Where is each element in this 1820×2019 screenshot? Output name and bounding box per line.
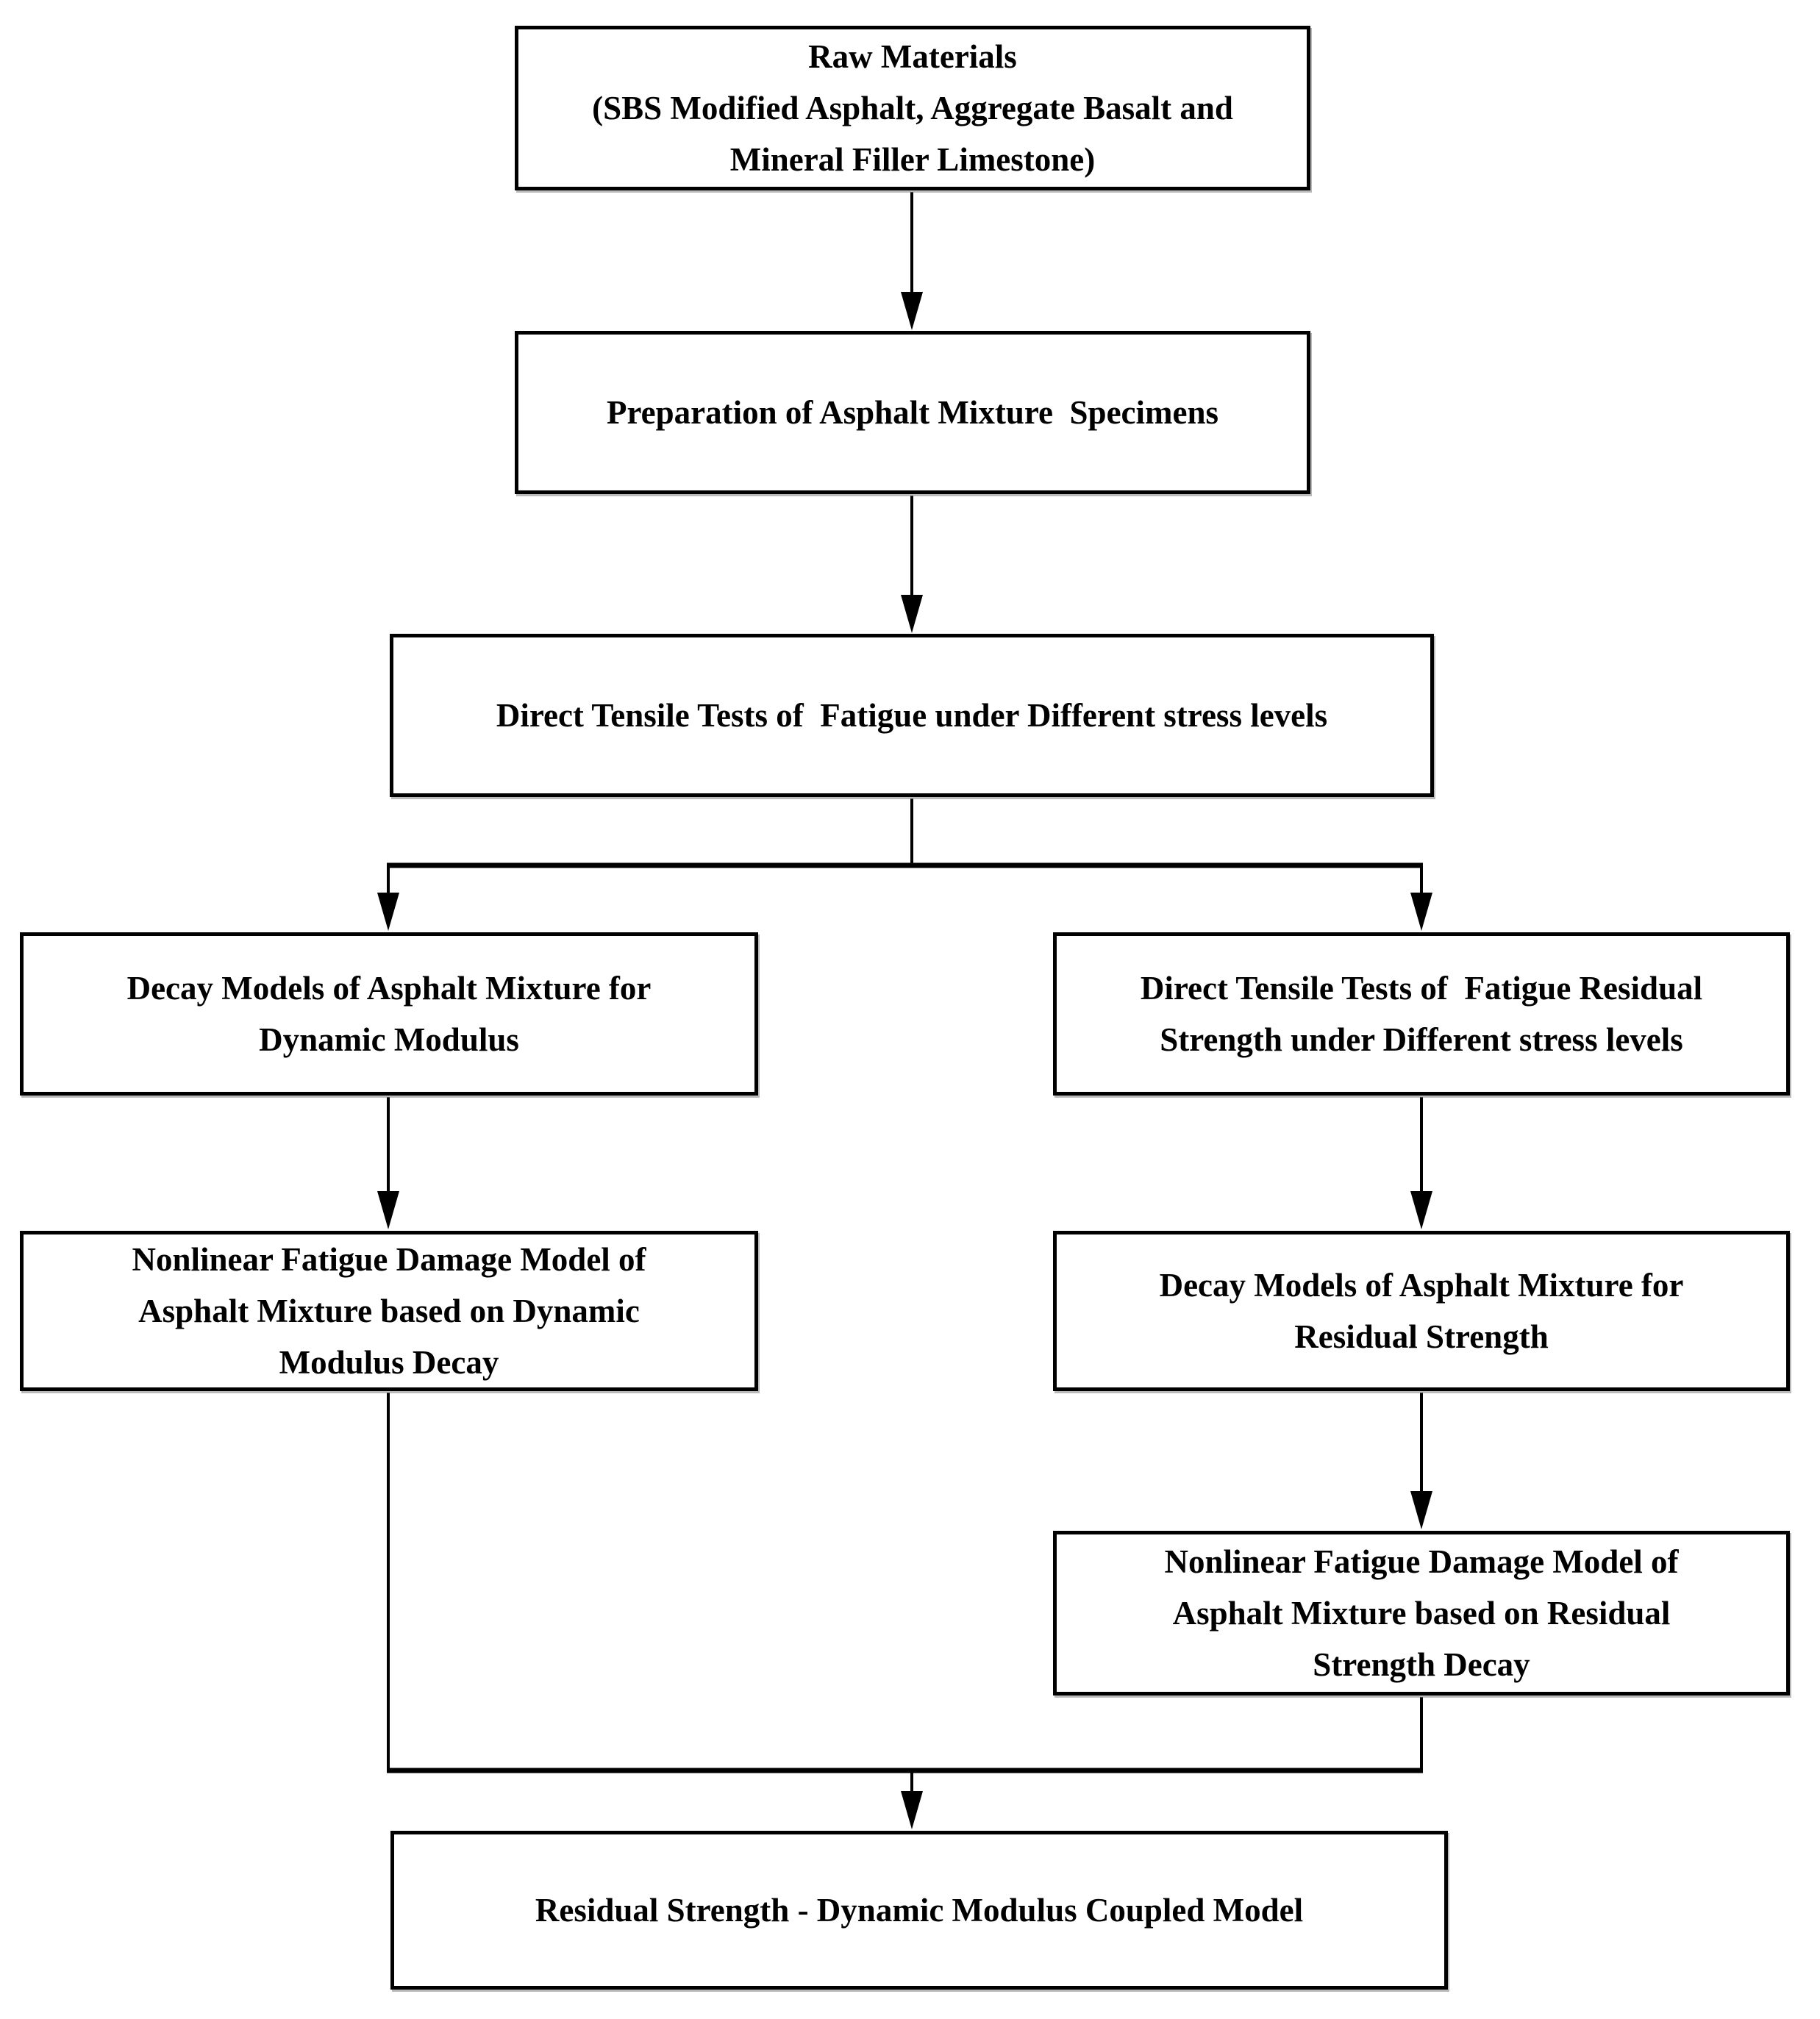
node-coupled-model: Residual Strength - Dynamic Modulus Coup… (390, 1831, 1448, 1990)
edge-residual-tests-to-decay-arrowhead (1410, 1191, 1432, 1229)
node-nonlinear-residual-label: Nonlinear Fatigue Damage Model of Asphal… (1164, 1543, 1679, 1683)
node-raw-materials-label: Raw Materials (SBS Modified Asphalt, Agg… (592, 38, 1233, 178)
node-coupled-model-label: Residual Strength - Dynamic Modulus Coup… (535, 1892, 1304, 1929)
edge-decay-residual-to-nonlinear-arrowhead (1410, 1491, 1432, 1529)
node-direct-tensile-fatigue: Direct Tensile Tests of Fatigue under Di… (390, 634, 1434, 797)
node-preparation-label: Preparation of Asphalt Mixture Specimens (606, 394, 1219, 431)
node-decay-residual-label: Decay Models of Asphalt Mixture for Resi… (1159, 1267, 1684, 1355)
node-direct-tensile-residual: Direct Tensile Tests of Fatigue Residual… (1053, 932, 1790, 1096)
edge-decay-dynamic-to-nonlinear-arrowhead (377, 1191, 399, 1229)
edge-split-to-decay-dynamic-arrowhead (377, 893, 399, 931)
edge-preparation-to-fatigue-arrowhead (901, 595, 923, 633)
node-preparation: Preparation of Asphalt Mixture Specimens (515, 331, 1310, 494)
edge-raw-to-preparation-arrowhead (901, 292, 923, 330)
edge-merge-to-coupled-arrowhead (901, 1791, 923, 1829)
node-decay-dynamic-modulus: Decay Models of Asphalt Mixture for Dyna… (20, 932, 758, 1096)
node-nonlinear-dynamic: Nonlinear Fatigue Damage Model of Asphal… (20, 1231, 758, 1391)
node-nonlinear-residual: Nonlinear Fatigue Damage Model of Asphal… (1053, 1531, 1790, 1695)
node-raw-materials: Raw Materials (SBS Modified Asphalt, Agg… (515, 26, 1310, 190)
node-direct-tensile-fatigue-label: Direct Tensile Tests of Fatigue under Di… (496, 697, 1328, 734)
edge-split-to-residual-tests-arrowhead (1410, 893, 1432, 931)
node-decay-dynamic-modulus-label: Decay Models of Asphalt Mixture for Dyna… (126, 970, 652, 1058)
node-decay-residual: Decay Models of Asphalt Mixture for Resi… (1053, 1231, 1790, 1391)
node-direct-tensile-residual-label: Direct Tensile Tests of Fatigue Residual… (1140, 970, 1703, 1058)
node-nonlinear-dynamic-label: Nonlinear Fatigue Damage Model of Asphal… (132, 1241, 646, 1381)
